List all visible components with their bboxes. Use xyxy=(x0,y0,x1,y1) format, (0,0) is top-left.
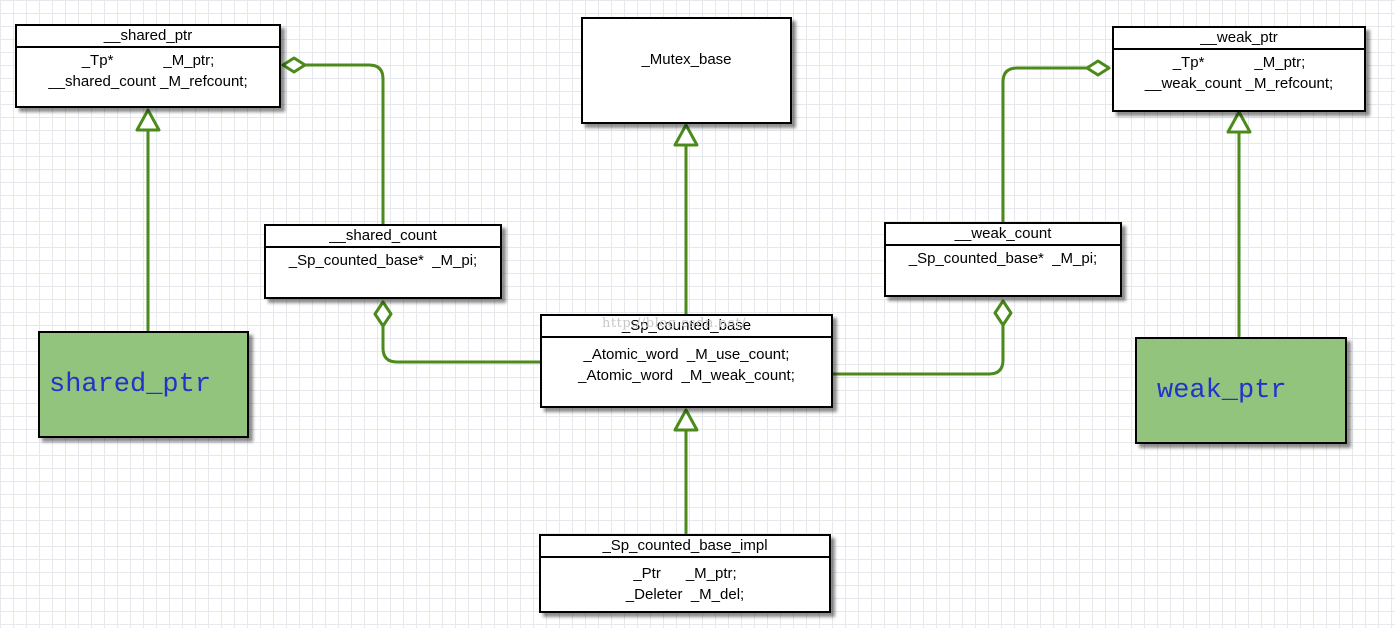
class-shared-ptr-base: __shared_ptr _Tp* _M_ptr; __shared_count… xyxy=(15,24,281,108)
class-field: _Tp* _M_ptr; xyxy=(1172,54,1306,71)
aggregation-diamond xyxy=(281,56,307,74)
inheritance-arrowhead xyxy=(1226,110,1252,134)
watermark: http://blog.csdn.net/ xyxy=(602,316,746,331)
class-field: __weak_count _M_refcount; xyxy=(1144,75,1334,92)
class-field: _Atomic_word _M_weak_count; xyxy=(578,367,795,384)
aggregation-weak-count-line xyxy=(1001,66,1089,224)
aggregation-base-in-shared-count-line xyxy=(381,324,542,364)
class-field: _Sp_counted_base* _M_pi; xyxy=(288,252,478,269)
class-field: __shared_count _M_refcount; xyxy=(48,73,248,90)
inheritance-arrowhead xyxy=(135,108,161,132)
aggregation-diamond xyxy=(993,299,1013,327)
class-shared-count: __shared_count _Sp_counted_base* _M_pi; xyxy=(264,224,502,299)
class-title: shared_ptr xyxy=(49,369,212,400)
class-field: _Ptr _M_ptr; xyxy=(633,565,737,582)
class-field: _Tp* _M_ptr; xyxy=(81,52,215,69)
class-title: __weak_count xyxy=(886,224,1120,246)
aggregation-diamond xyxy=(373,300,393,328)
class-shared-ptr: shared_ptr xyxy=(38,331,249,438)
class-field: _Sp_counted_base* _M_pi; xyxy=(908,250,1098,267)
class-title: __weak_ptr xyxy=(1114,28,1364,50)
inheritance-arrowhead xyxy=(673,408,699,432)
class-title: _Sp_counted_base xyxy=(542,316,831,338)
class-field: _Atomic_word _M_use_count; xyxy=(583,346,790,363)
aggregation-diamond xyxy=(1085,59,1111,77)
class-title: _Sp_counted_base_impl xyxy=(541,536,829,558)
class-field: _Deleter _M_del; xyxy=(625,586,745,603)
class-weak-count: __weak_count _Sp_counted_base* _M_pi; xyxy=(884,222,1122,297)
aggregation-shared-count-line xyxy=(303,63,385,226)
inheritance-arrowhead xyxy=(673,123,699,147)
class-title: weak_ptr xyxy=(1157,375,1287,406)
class-mutex-base: _Mutex_base xyxy=(581,17,792,124)
class-title: __shared_ptr xyxy=(17,26,279,48)
class-title: _Mutex_base xyxy=(641,51,732,68)
class-title: __shared_count xyxy=(266,226,500,248)
class-sp-counted-base-impl: _Sp_counted_base_impl _Ptr _M_ptr; _Dele… xyxy=(539,534,831,613)
class-sp-counted-base: _Sp_counted_base _Atomic_word _M_use_cou… xyxy=(540,314,833,408)
class-weak-ptr-base: __weak_ptr _Tp* _M_ptr; __weak_count _M_… xyxy=(1112,26,1366,112)
class-weak-ptr: weak_ptr xyxy=(1135,337,1347,444)
aggregation-base-in-weak-count-line xyxy=(831,323,1005,376)
